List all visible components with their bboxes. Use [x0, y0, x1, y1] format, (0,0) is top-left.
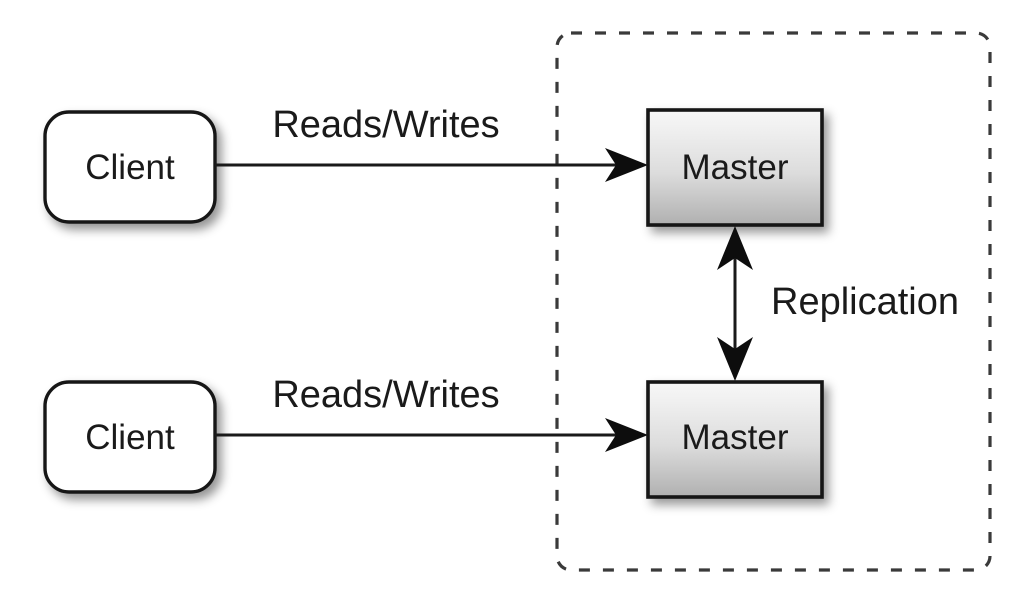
node-master-bottom[interactable]: Master [646, 380, 824, 499]
replication-cluster-boundary [555, 31, 992, 572]
node-master-top[interactable]: Master [646, 108, 824, 227]
node-client-top[interactable]: Client [43, 110, 217, 224]
master-top-label: Master [682, 148, 789, 187]
arrowhead-right-bottom [605, 418, 648, 452]
edge-reads-writes-bottom[interactable]: Reads/Writes [215, 374, 648, 452]
node-client-bottom[interactable]: Client [43, 380, 217, 494]
client-top-label: Client [85, 148, 175, 187]
arrowhead-right-top [605, 148, 648, 182]
arrowhead-up-replication [717, 226, 753, 270]
edge-reads-writes-bottom-label: Reads/Writes [272, 374, 499, 416]
client-bottom-shape [43, 380, 217, 494]
master-bottom-label: Master [682, 418, 789, 457]
arrowhead-down-replication [717, 337, 753, 381]
edge-replication-label: Replication [771, 281, 959, 323]
edge-reads-writes-top[interactable]: Reads/Writes [215, 104, 648, 182]
client-top-shape [43, 110, 217, 224]
edge-reads-writes-top-label: Reads/Writes [272, 104, 499, 146]
client-bottom-label: Client [85, 418, 175, 457]
master-bottom-shape [646, 380, 824, 499]
master-top-shape [646, 108, 824, 227]
edge-replication[interactable]: Replication [717, 226, 959, 381]
